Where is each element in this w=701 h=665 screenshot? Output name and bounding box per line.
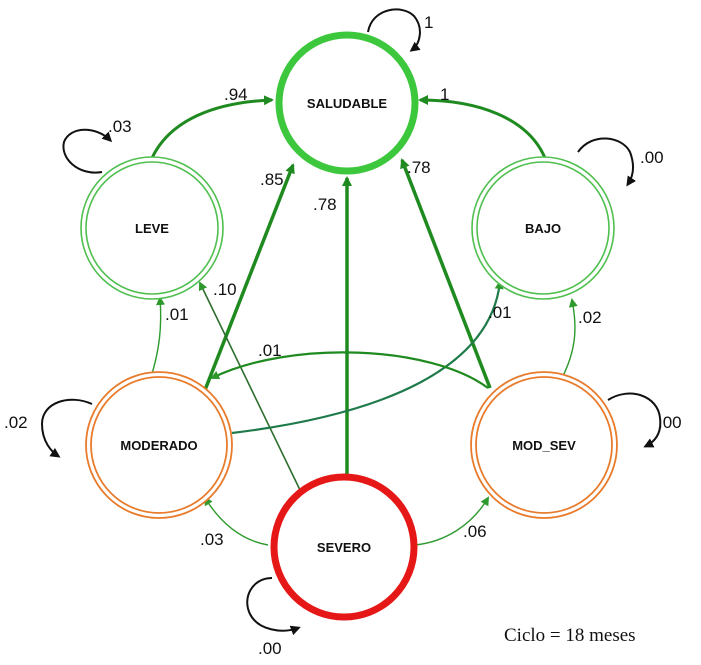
edge-label-moderado-to-saludable: .85 [260, 170, 284, 189]
cycle-note: Ciclo = 18 meses [504, 625, 636, 646]
self-loop-label-moderado: .02 [4, 413, 28, 432]
self-loop-modsev [607, 392, 662, 448]
self-loop-label-mod-sev: .00 [658, 413, 682, 432]
edge-moderado-to-bajo [231, 280, 504, 435]
edge-leve-to-saludable [150, 95, 274, 159]
edge-bajo-to-saludable [418, 95, 547, 159]
node-label-bajo: BAJO [525, 221, 561, 236]
node-label-moderado: MODERADO [120, 438, 197, 453]
self-loop-label-bajo: .00 [640, 148, 664, 167]
edge-severo-to-moderado [203, 496, 269, 546]
self-loop-label-severo: .00 [258, 639, 282, 658]
edge-label-leve-to-saludable: .94 [224, 85, 248, 104]
self-loop-bajo [577, 137, 637, 187]
self-loop-label-saludable: 1 [424, 13, 433, 32]
node-bajo: BAJO [471, 156, 615, 300]
edge-modsev-to-moderado [210, 351, 489, 389]
edge-label-bajo-to-saludable: 1 [440, 85, 449, 104]
node-leve: LEVE [80, 156, 224, 300]
node-label-leve: LEVE [135, 221, 169, 236]
node-severo: SEVERO [270, 473, 418, 621]
edge-label-severo-to-moderado: .03 [200, 530, 224, 549]
edge-label-moderado-to-bajo: .01 [488, 303, 512, 322]
self-loop-saludable [367, 8, 421, 52]
node-label-saludable: SALUDABLE [307, 96, 387, 111]
edge-modsev-to-saludable [400, 158, 492, 389]
self-loop-label-leve: .03 [108, 117, 132, 136]
node-saludable: SALUDABLE [275, 31, 419, 175]
node-mod-sev: MOD_SEV [470, 371, 618, 519]
self-loop-moderado [40, 398, 93, 458]
edge-label-modsev-to-saludable: .78 [407, 158, 431, 177]
edge-label-moderado-to-leve: .01 [165, 305, 189, 324]
self-loop-severo [246, 577, 301, 636]
node-label-severo: SEVERO [317, 540, 371, 555]
edge-moderado-to-saludable [203, 163, 295, 391]
self-loop-leve [62, 128, 113, 174]
node-moderado: MODERADO [85, 371, 233, 519]
edge-moderado-to-leve [149, 296, 166, 381]
node-label-mod-sev: MOD_SEV [512, 438, 576, 453]
edge-severo-to-modsev [414, 496, 490, 546]
edge-label-modsev-to-bajo: .02 [578, 308, 602, 327]
edge-label-modsev-to-moderado: .01 [258, 341, 282, 360]
edge-label-severo-to-saludable: .78 [313, 195, 337, 214]
edge-severo-to-leve [198, 281, 301, 491]
edge-label-severo-to-leve: .10 [213, 280, 237, 299]
edge-modsev-to-bajo [561, 298, 578, 379]
edge-label-severo-to-modsev: .06 [463, 522, 487, 541]
